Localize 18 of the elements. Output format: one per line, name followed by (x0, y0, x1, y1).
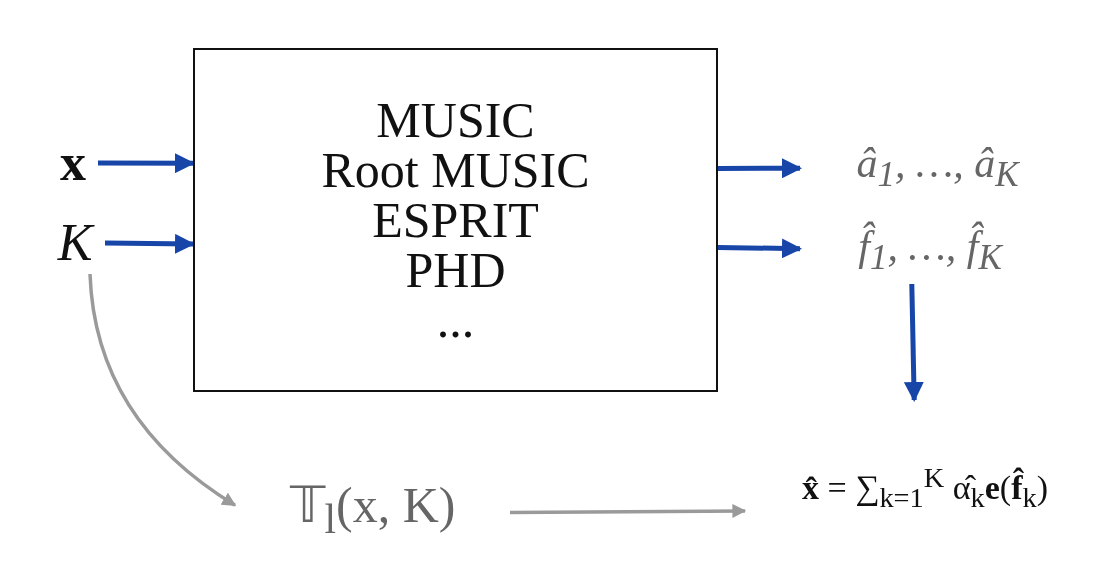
arrow (88, 273, 237, 507)
method-name: Root MUSIC (321, 145, 590, 195)
method-name: ... (436, 295, 475, 345)
math-label: â$_{1}$, …, â$_{K}$ (856, 141, 1019, 193)
arrow (510, 503, 747, 518)
arrow (717, 238, 802, 259)
arrow (104, 233, 195, 254)
arrow (718, 158, 802, 179)
math-label: x (60, 137, 86, 189)
method-box (193, 48, 718, 392)
method-name: PHD (405, 245, 506, 295)
arrow (98, 153, 195, 174)
method-name: ESPRIT (372, 195, 539, 245)
arrow (903, 283, 924, 402)
math-label: 𝕋$_{l}$(x, K) (289, 479, 456, 541)
math-label: K (57, 217, 93, 269)
math-label: x̂ = ∑$_{k=1}$$^{K}$ α̂$_{k}$e(f̂$_{k}$) (802, 463, 1048, 513)
method-name: MUSIC (376, 95, 535, 145)
